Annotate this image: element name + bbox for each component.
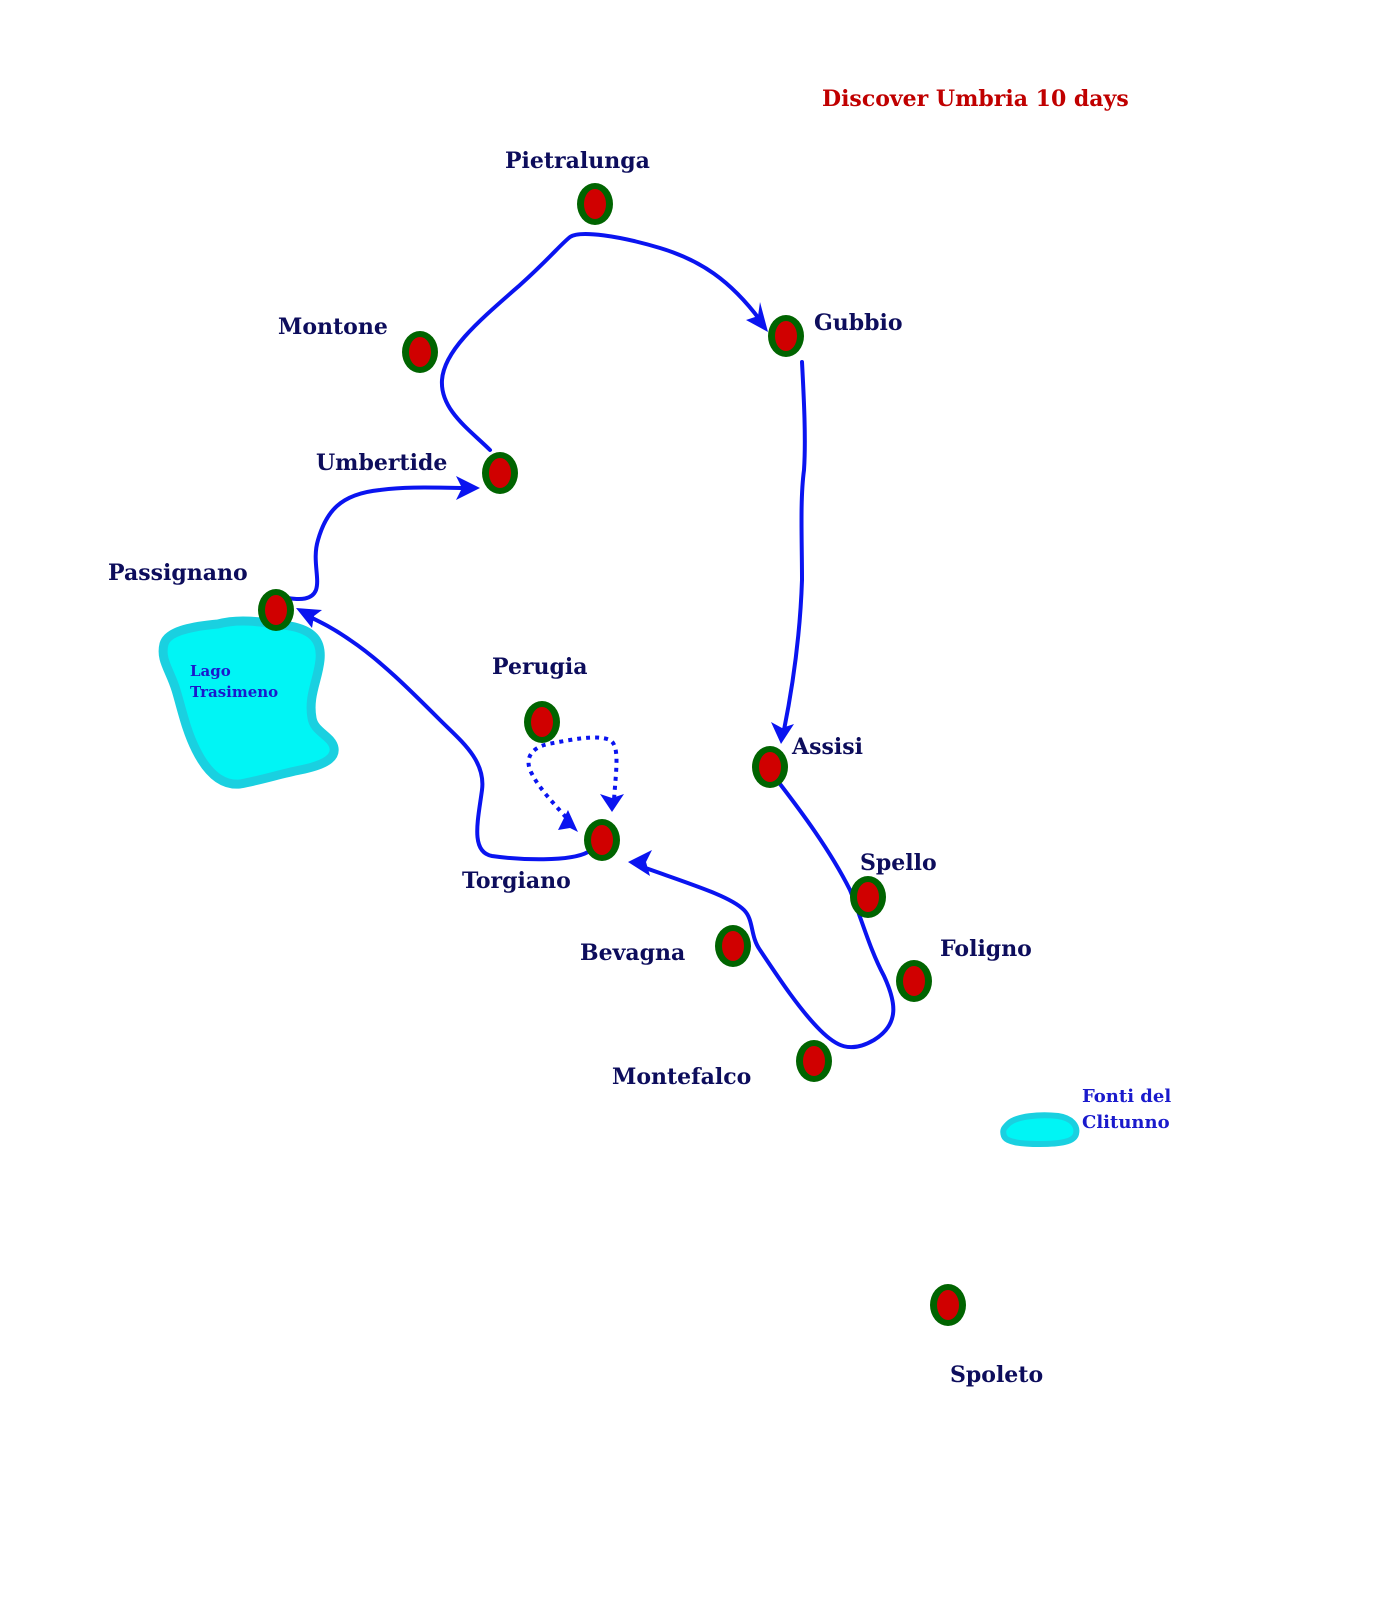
city-marker-inner [409, 337, 431, 367]
route-perugia-loop-out [526, 735, 619, 826]
city-torgiano: Torgiano [462, 819, 620, 894]
city-label: Montone [278, 314, 388, 340]
city-passignano: Passignano [108, 560, 294, 631]
city-spello: Spello [850, 850, 937, 918]
arrowhead-perugia-return [600, 794, 624, 812]
city-pietralunga: Pietralunga [505, 148, 650, 225]
city-marker-inner [489, 458, 511, 488]
city-label: Umbertide [316, 450, 447, 476]
arrowhead-torgiano [628, 850, 652, 876]
map-title: Discover Umbria 10 days [822, 86, 1129, 112]
arrowhead-passignano [296, 608, 322, 628]
city-bevagna: Bevagna [580, 925, 751, 967]
city-label: Passignano [108, 560, 248, 586]
lake-trasimeno-label-2: Trasimeno [190, 683, 278, 701]
city-marker-inner [937, 1290, 959, 1320]
arrowhead-assisi [771, 722, 794, 744]
route-gubbio-assisi [782, 360, 807, 732]
route-assisi-torgiano [638, 782, 896, 1050]
city-marker-inner [722, 931, 744, 961]
city-label: Foligno [940, 936, 1032, 962]
city-marker-inner [265, 595, 287, 625]
city-marker-inner [531, 707, 553, 737]
city-marker-inner [591, 825, 613, 855]
clitunno-label-1: Fonti del [1082, 1086, 1171, 1107]
city-label: Torgiano [462, 868, 571, 894]
city-label: Perugia [492, 654, 588, 680]
city-assisi: Assisi [752, 734, 863, 788]
city-montefalco: Montefalco [612, 1040, 832, 1090]
clitunno-shape [1000, 1112, 1080, 1147]
city-label: Spoleto [950, 1362, 1043, 1388]
city-label: Assisi [791, 734, 863, 760]
city-label: Spello [860, 850, 937, 876]
route-torgiano-passignano [302, 612, 590, 862]
city-foligno: Foligno [896, 936, 1032, 1002]
route-lines [286, 232, 896, 1050]
arrowhead-umbertide [456, 476, 480, 500]
city-umbertide: Umbertide [316, 450, 518, 494]
city-marker-inner [857, 882, 879, 912]
lake-trasimeno: Lago Trasimeno [158, 616, 339, 789]
clitunno-label-2: Clitunno [1082, 1112, 1170, 1133]
fonti-del-clitunno: Fonti del Clitunno [1000, 1086, 1171, 1147]
city-marker-inner [803, 1046, 825, 1076]
arrowhead-perugia-out [558, 810, 578, 832]
city-marker-inner [775, 321, 797, 351]
city-marker-inner [903, 966, 925, 996]
lake-trasimeno-shape [158, 616, 339, 789]
city-marker-inner [759, 752, 781, 782]
city-gubbio: Gubbio [768, 310, 903, 357]
lake-trasimeno-label-1: Lago [190, 662, 231, 680]
route-umbertide-gubbio [439, 232, 762, 452]
city-label: Bevagna [580, 940, 685, 966]
arrowhead-gubbio [746, 302, 768, 332]
route-passignano-umbertide [286, 485, 472, 601]
city-label: Pietralunga [505, 148, 650, 174]
city-label: Montefalco [612, 1064, 751, 1090]
city-marker-inner [584, 189, 606, 219]
city-spoleto: Spoleto [930, 1284, 1043, 1388]
city-montone: Montone [278, 314, 438, 373]
city-label: Gubbio [814, 310, 903, 336]
city-perugia: Perugia [492, 654, 588, 743]
